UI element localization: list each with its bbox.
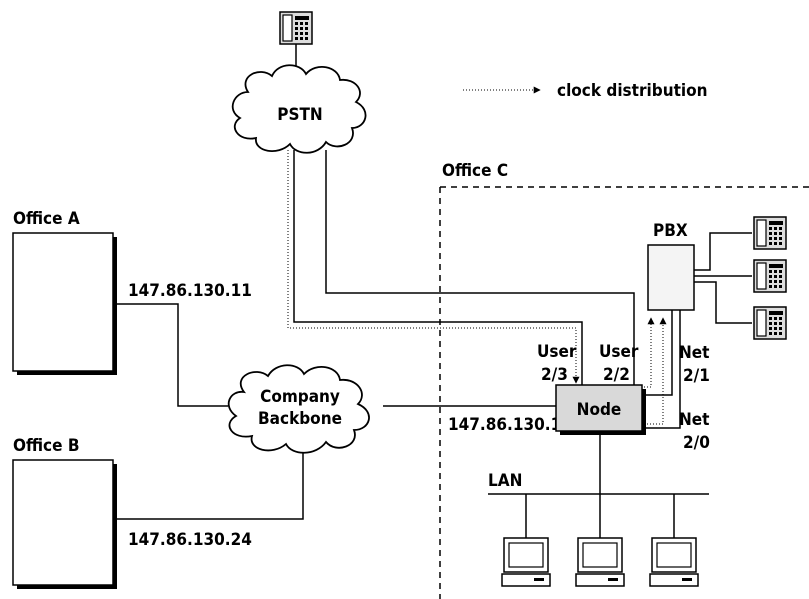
pstn-label: PSTN — [277, 105, 322, 125]
office-a-ip: 147.86.130.11 — [128, 281, 252, 301]
clock-node-pbx-1 — [644, 317, 655, 388]
port-user23-label-2: 2/3 — [541, 365, 568, 385]
lan-label: LAN — [488, 471, 522, 491]
pbx-phone-2-icon — [753, 259, 787, 293]
node-box: Node — [555, 384, 646, 435]
backbone-label-1: Company — [260, 387, 340, 407]
pstn-user23-link — [293, 150, 583, 385]
pbx-phone1-link — [694, 232, 752, 271]
node-ip: 147.86.130.1 — [448, 415, 561, 435]
lan-pc-1-icon — [501, 537, 551, 587]
net21-link — [644, 310, 673, 396]
port-net20-label-2: 2/0 — [683, 433, 710, 453]
office-c-boundary — [439, 186, 809, 599]
pbx-label: PBX — [653, 221, 688, 241]
pbx-phone-3-icon — [753, 306, 787, 340]
pbx-box — [647, 244, 695, 311]
pbx-phone-1-icon — [753, 216, 787, 250]
port-user22-label-1: User — [599, 342, 639, 362]
office-b-ip: 147.86.130.24 — [128, 530, 252, 550]
backbone-label-2: Backbone — [258, 409, 342, 429]
office-b-link — [117, 438, 304, 520]
lan-pc-2-icon — [575, 537, 625, 587]
port-user22-label-2: 2/2 — [603, 365, 630, 385]
backbone-cloud: Company Backbone — [227, 364, 370, 454]
office-b-label: Office B — [13, 436, 79, 456]
clock-pstn-to-node — [287, 150, 580, 384]
node-label: Node — [577, 400, 622, 420]
office-c-label: Office C — [442, 161, 508, 181]
office-b-box — [12, 459, 114, 586]
office-a-link — [117, 303, 228, 407]
office-a-box — [12, 232, 114, 372]
office-a-label: Office A — [13, 209, 80, 229]
legend-clock-distribution: clock distribution — [557, 81, 708, 101]
port-user23-label-1: User — [537, 342, 577, 362]
pstn-cloud: PSTN — [231, 64, 367, 154]
port-net20-label-1: Net — [679, 410, 710, 430]
net20-link — [644, 310, 681, 429]
pbx-phone3-link — [694, 281, 752, 324]
clock-node-pbx-2 — [644, 317, 667, 425]
pstn-phone-icon — [279, 11, 313, 45]
pstn-user22-link — [325, 150, 635, 390]
legend: clock distribution — [463, 81, 708, 101]
port-net21-label-1: Net — [679, 343, 710, 363]
lan-pc-3-icon — [649, 537, 699, 587]
port-net21-label-2: 2/1 — [683, 366, 710, 386]
